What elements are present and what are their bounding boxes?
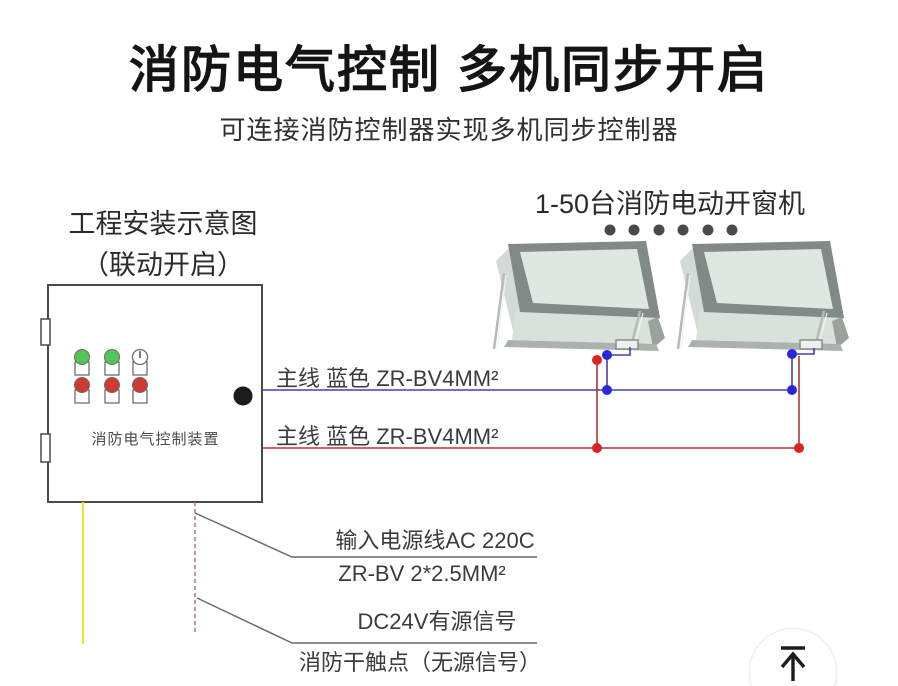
red-junction-dots: [592, 355, 804, 453]
page-subtitle: 可连接消防控制器实现多机同步控制器: [219, 115, 679, 145]
signal-label-1: DC24V有源信号: [357, 609, 517, 634]
signal-label-2: 消防干触点（无源信号）: [298, 650, 541, 675]
units-caption: 1-50台消防电动开窗机: [534, 189, 806, 219]
blue-junction-dots: [602, 349, 797, 395]
power-line-label-2: ZR-BV 2*2.5MM²: [338, 561, 506, 586]
hinge-top: [40, 318, 51, 346]
control-box: [40, 284, 263, 503]
page-title: 消防电气控制 多机同步开启: [129, 42, 769, 98]
red-main-wire: [263, 356, 800, 449]
control-box-label: 消防电气控制装置: [91, 431, 220, 448]
power-line-label-1: 输入电源线AC 220C: [335, 528, 535, 553]
ellipsis-dots: [604, 224, 738, 236]
window-opener-1: [492, 239, 667, 353]
lock-knob[interactable]: [233, 386, 253, 406]
install-caption: 工程安装示意图 （联动开启）: [38, 204, 288, 286]
window-opener-2: [676, 239, 851, 353]
red-wire-label: 主线 蓝色 ZR-BV4MM²: [276, 424, 499, 449]
hinge-bottom: [40, 433, 51, 463]
blue-wire-label: 主线 蓝色 ZR-BV4MM²: [276, 366, 499, 391]
red-indicator-lamps: [74, 377, 148, 393]
blue-main-wire: [263, 347, 815, 391]
install-caption-line2: （联动开启）: [82, 250, 244, 280]
label-leader-lines: [194, 512, 537, 644]
dial-indicator: [131, 348, 149, 366]
up-arrow-to-bar-icon: [780, 646, 806, 681]
green-indicator-lamps: [74, 349, 120, 365]
install-caption-line1: 工程安装示意图: [68, 209, 258, 239]
